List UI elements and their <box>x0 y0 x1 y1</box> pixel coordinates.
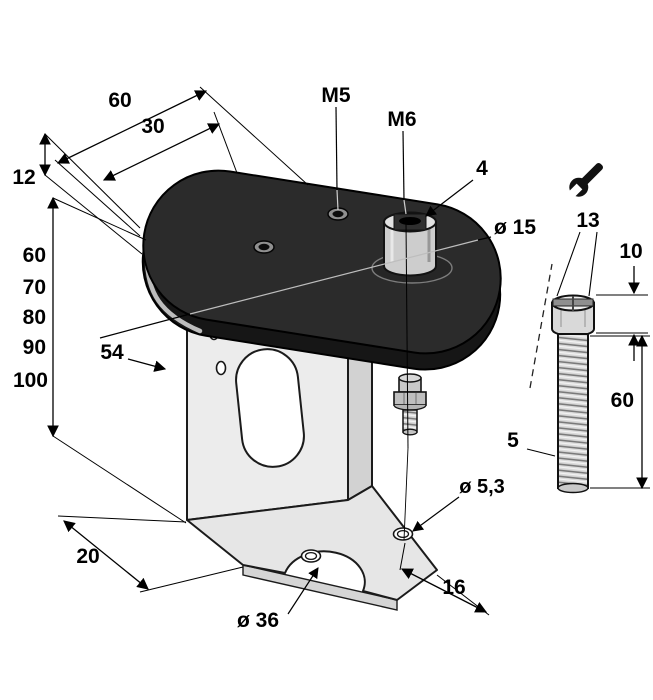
fixing-screw <box>529 263 595 494</box>
height-label-60: 60 <box>23 244 46 267</box>
foot-hole-53-inner <box>396 529 410 539</box>
dim-line-20 <box>63 520 149 590</box>
leader-m5-onplate <box>336 189 339 211</box>
dia-label-15: ø 15 <box>494 216 536 239</box>
dia-label-53: ø 5,3 <box>459 476 505 498</box>
wrench-icon <box>567 163 603 199</box>
bracket-foot <box>186 485 438 601</box>
stud-tip-end <box>402 428 418 436</box>
bracket-cutout <box>235 348 305 468</box>
ext-12-bottom <box>44 174 143 255</box>
screw-tip <box>557 482 589 494</box>
callout-label-5: 5 <box>507 429 519 452</box>
sensor-post <box>371 211 453 284</box>
stud-nut <box>393 391 427 406</box>
leader-13-left <box>556 231 581 297</box>
foot-hole-front-inner <box>304 551 318 561</box>
dim-line-16 <box>400 568 488 613</box>
ext-hole-right <box>199 86 309 186</box>
dim-label-20: 20 <box>76 545 99 568</box>
plate-hole-left-bore <box>258 243 270 251</box>
thread-label-m5: M5 <box>321 84 350 107</box>
leader-36 <box>287 567 319 615</box>
dim-label-10: 10 <box>619 240 642 263</box>
centerline-m6 <box>405 221 409 449</box>
ext-height-top <box>52 197 147 241</box>
plate-hole-right-bore <box>332 210 344 218</box>
post-thread-hole-m6 <box>399 217 421 225</box>
dimension-lines <box>39 86 650 616</box>
leader-5 <box>526 448 556 457</box>
dim-label-54: 54 <box>100 341 124 364</box>
dim-label-16: 16 <box>442 576 465 599</box>
foot-edge-thickness <box>242 564 398 611</box>
ext-height-bottom <box>52 435 187 524</box>
stud-with-nut <box>393 373 427 436</box>
dim-line-30 <box>102 123 221 181</box>
dim-line-60-top <box>56 90 208 164</box>
ext-20-bottom <box>139 566 244 593</box>
dim-label-4: 4 <box>476 157 488 180</box>
height-label-90: 90 <box>23 336 46 359</box>
height-label-100: 100 <box>13 369 48 392</box>
leader-m6-onplate <box>403 199 407 215</box>
dim-label-12: 12 <box>12 166 35 189</box>
centerline-m6-lower <box>403 447 409 541</box>
stud-cylinder-top <box>398 373 422 383</box>
dim-label-30: 30 <box>141 115 164 138</box>
dimension-labels: 60 30 12 M5 M6 4 ø 15 13 10 60 70 80 90 … <box>12 84 642 632</box>
leader-53 <box>412 496 460 532</box>
height-label-80: 80 <box>23 306 46 329</box>
ext-plate-left <box>54 159 141 237</box>
wrench-handle <box>580 163 603 186</box>
dim-label-13: 13 <box>576 209 599 232</box>
thread-label-m6: M6 <box>387 108 416 131</box>
leader-m5 <box>335 106 338 191</box>
centerline-15-c <box>477 236 492 241</box>
dim-label-60-top: 60 <box>108 89 131 112</box>
post-body <box>383 221 437 277</box>
screw-shaft <box>557 333 589 489</box>
leader-13-right <box>588 231 598 297</box>
wrench-jaw-opening <box>567 183 583 199</box>
centerline-15-b <box>189 239 479 315</box>
dia-label-36: ø 36 <box>237 609 279 632</box>
ext-12-top <box>44 133 141 229</box>
leader-m6 <box>402 130 405 201</box>
ext-16-left <box>399 542 406 571</box>
dim-label-60-screw: 60 <box>611 389 634 412</box>
bracket-hole-2 <box>215 360 227 376</box>
leader-4 <box>425 179 474 217</box>
ext-hole-left <box>213 111 238 174</box>
centerline-15-a <box>99 313 191 339</box>
height-label-70: 70 <box>23 276 46 299</box>
insertion-axis-dashed <box>529 263 553 389</box>
ext-20-top <box>57 515 187 523</box>
leader-54 <box>127 358 167 372</box>
